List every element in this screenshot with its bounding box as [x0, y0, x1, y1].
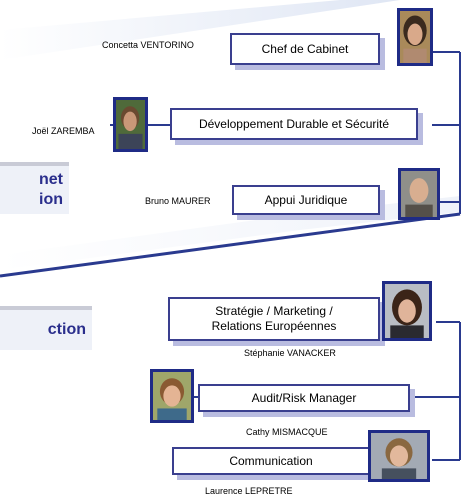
left-block-bottom-text: ction [47, 321, 86, 338]
photo-chef [397, 8, 433, 66]
left-block-bottom: ction [0, 306, 92, 350]
top-band [0, 0, 400, 60]
node-communication: Communication [172, 447, 370, 475]
person-name-dev: Joël ZAREMBA [32, 126, 95, 136]
node-strat-line2: Relations Européennes [211, 319, 337, 333]
middle-band [0, 196, 460, 270]
photo-dev [113, 97, 148, 152]
photo-strat [382, 281, 432, 341]
node-strategie-marketing: Stratégie / Marketing / Relations Europé… [168, 297, 380, 341]
node-appui-juridique: Appui Juridique [232, 185, 380, 215]
left-block-top: net ion [0, 162, 69, 214]
node-chef-label: Chef de Cabinet [261, 41, 349, 56]
node-developpement-durable: Développement Durable et Sécurité [170, 108, 418, 140]
node-chef-de-cabinet: Chef de Cabinet [230, 33, 380, 65]
node-dev-label: Développement Durable et Sécurité [198, 116, 390, 131]
person-name-strat: Stéphanie VANACKER [244, 348, 336, 358]
person-name-appui: Bruno MAURER [145, 196, 211, 206]
node-strat-line1: Stratégie / Marketing / [215, 304, 333, 318]
person-name-chef: Concetta VENTORINO [102, 40, 194, 50]
node-appui-label: Appui Juridique [264, 192, 348, 207]
node-audit-risk-manager: Audit/Risk Manager [198, 384, 410, 412]
person-name-comm: Laurence LEPRETRE [205, 486, 293, 496]
left-block-top-line1: net [39, 171, 63, 188]
person-name-audit: Cathy MISMACQUE [246, 427, 328, 437]
photo-comm [368, 430, 430, 482]
left-block-top-line2: ion [39, 191, 63, 208]
photo-audit [150, 369, 194, 423]
photo-appui [398, 168, 440, 220]
top-diagonal [0, 212, 461, 278]
node-audit-label: Audit/Risk Manager [251, 390, 357, 405]
node-comm-label: Communication [229, 453, 313, 468]
